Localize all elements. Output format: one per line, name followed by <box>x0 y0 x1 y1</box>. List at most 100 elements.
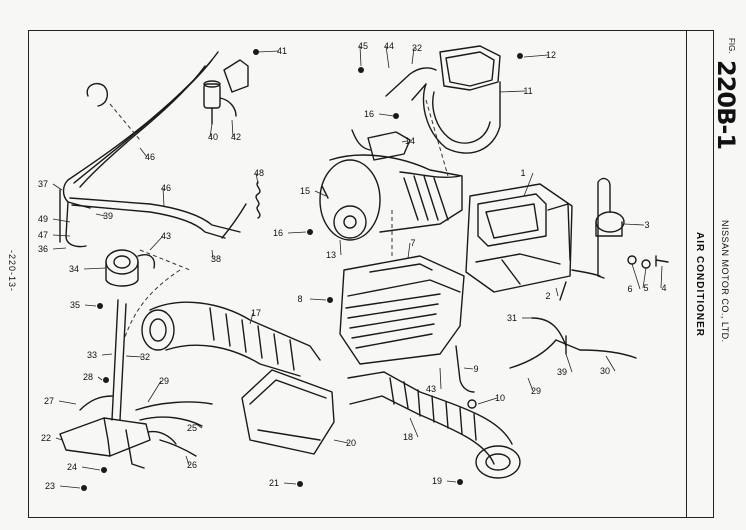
callout-leader <box>211 249 214 260</box>
callout-44: 44 <box>384 41 394 51</box>
upper-duct <box>411 45 501 154</box>
callout-leader <box>359 45 362 67</box>
callout-32: 32 <box>412 43 422 53</box>
callout-43: 43 <box>161 231 171 241</box>
callout-28: 28 <box>83 372 93 382</box>
screw-12 <box>517 53 523 59</box>
vacuum-valve <box>203 80 237 125</box>
callout-leader <box>52 234 71 237</box>
callout-49: 49 <box>38 214 48 224</box>
tube-2 <box>559 281 567 301</box>
spring-clip <box>255 181 261 219</box>
callout-29: 29 <box>531 386 541 396</box>
callout-leader <box>52 218 71 223</box>
flex-duct-18 <box>347 371 521 479</box>
callout-17: 17 <box>251 308 261 318</box>
callout-leader <box>209 123 213 138</box>
callout-leader <box>660 265 663 289</box>
screw-19 <box>457 479 463 485</box>
callout-31: 31 <box>507 313 517 323</box>
screw-4 <box>655 255 669 267</box>
callout-leader <box>55 437 63 441</box>
callout-leader <box>339 239 342 256</box>
vacuum-switch-assembly <box>59 395 177 469</box>
callout-leader <box>283 482 297 485</box>
callout-34: 34 <box>69 264 79 274</box>
callout-24: 24 <box>67 462 77 472</box>
relay-34 <box>105 249 156 287</box>
callout-20: 20 <box>346 438 356 448</box>
callout-40: 40 <box>208 132 218 142</box>
callout-1: 1 <box>520 168 525 178</box>
screw-21 <box>297 481 303 487</box>
callout-46: 46 <box>161 183 171 193</box>
callout-11: 11 <box>523 86 532 96</box>
callout-33: 33 <box>87 350 97 360</box>
callout-leader <box>605 355 616 372</box>
vacuum-actuator <box>571 177 625 279</box>
callout-21: 21 <box>269 478 279 488</box>
callout-25: 25 <box>187 423 197 433</box>
hose-31 <box>531 317 567 347</box>
screw-16a <box>393 113 399 119</box>
callout-leader <box>58 400 77 405</box>
hose-26 <box>159 439 197 457</box>
hose-25 <box>139 416 203 427</box>
callout-27: 27 <box>44 396 54 406</box>
callout-leader <box>139 147 148 158</box>
callout-4: 4 <box>661 283 666 293</box>
callout-leader <box>446 480 457 483</box>
callout-leader <box>411 47 415 65</box>
pipe-39 <box>555 335 581 355</box>
callout-12: 12 <box>546 50 556 60</box>
screw-41 <box>253 49 259 55</box>
callout-leader <box>527 377 534 392</box>
hose-29b <box>509 339 557 369</box>
callout-2: 2 <box>545 291 550 301</box>
hose-30 <box>579 349 637 359</box>
callout-leader <box>97 376 103 381</box>
callout-leader <box>81 466 101 471</box>
callout-3: 3 <box>644 220 649 230</box>
callout-14: 14 <box>405 136 415 146</box>
callout-leader <box>565 353 573 373</box>
callout-leader <box>401 140 408 143</box>
hose-clamp <box>86 82 109 107</box>
callout-leader <box>255 172 259 185</box>
callout-leader <box>642 267 647 289</box>
callout-leader <box>185 455 190 466</box>
blower-housing <box>319 154 463 241</box>
callout-leader <box>287 231 307 234</box>
callout-5: 5 <box>643 283 648 293</box>
flex-duct-17 <box>141 301 321 377</box>
callout-leader <box>52 247 67 250</box>
screw-45 <box>358 67 364 73</box>
screw-23 <box>81 485 87 491</box>
callout-leader <box>101 353 113 356</box>
bracket <box>223 59 249 93</box>
washer-6 <box>627 255 637 265</box>
resistor <box>351 129 411 161</box>
callout-42: 42 <box>231 132 241 142</box>
outlet-duct-20 <box>241 369 335 455</box>
callout-leader <box>631 263 641 290</box>
callout-18: 18 <box>403 432 413 442</box>
callout-30: 30 <box>600 366 610 376</box>
callout-45: 45 <box>358 41 368 51</box>
callout-leader <box>463 367 474 370</box>
callout-leader <box>83 267 107 270</box>
callout-48: 48 <box>254 168 264 178</box>
callout-19: 19 <box>432 476 442 486</box>
callout-16: 16 <box>364 109 374 119</box>
title-strip-divider <box>686 30 687 518</box>
callout-13: 13 <box>326 250 336 260</box>
callout-leader <box>409 417 419 438</box>
hose-9 <box>455 345 475 393</box>
callout-leader <box>309 298 327 301</box>
callout-leader <box>52 183 63 191</box>
callout-leader <box>385 45 390 69</box>
callout-23: 23 <box>45 481 55 491</box>
callout-leader <box>231 119 234 138</box>
washer-10 <box>467 399 477 409</box>
heater-case <box>465 183 573 293</box>
